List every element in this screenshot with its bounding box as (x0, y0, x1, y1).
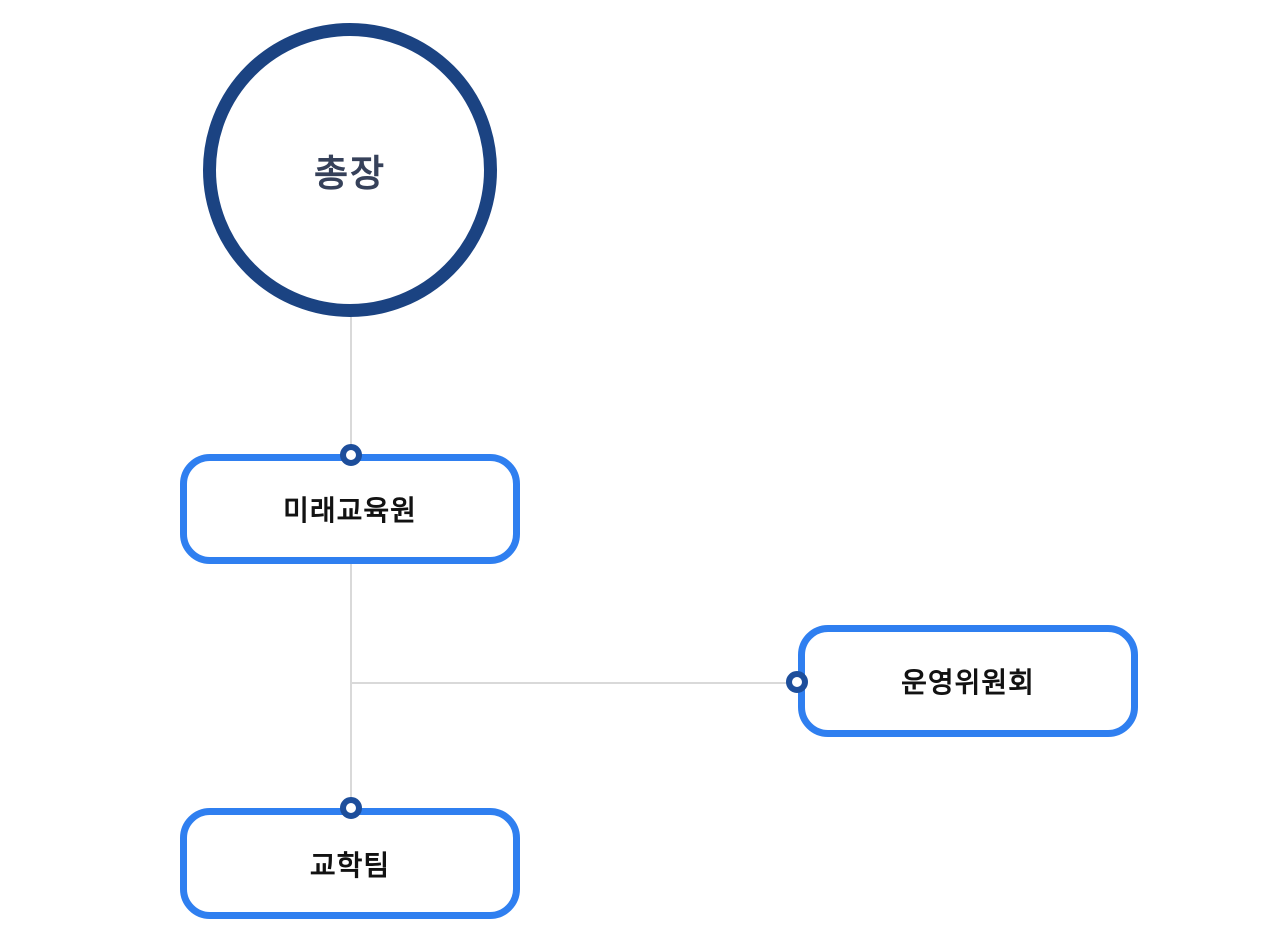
org-node-academic-team: 교학팀 (180, 808, 520, 919)
connector-line-president-to-future (350, 317, 352, 457)
connector-line-future-to-academic (350, 564, 352, 810)
connector-dot-academic-top (340, 797, 362, 819)
org-node-academic-team-label: 교학팀 (309, 849, 391, 881)
org-node-steering-committee: 운영위원회 (798, 625, 1138, 737)
org-node-steering-committee-label: 운영위원회 (901, 667, 1035, 698)
connector-dot-steering-left (786, 671, 808, 693)
org-node-president-label: 총장 (313, 153, 387, 194)
org-node-future-education: 미래교육원 (180, 454, 520, 564)
org-node-president: 총장 (203, 23, 497, 317)
connector-line-branch-to-steering (351, 682, 798, 684)
connector-dot-future-top (340, 444, 362, 466)
org-node-future-education-label: 미래교육원 (283, 495, 417, 526)
